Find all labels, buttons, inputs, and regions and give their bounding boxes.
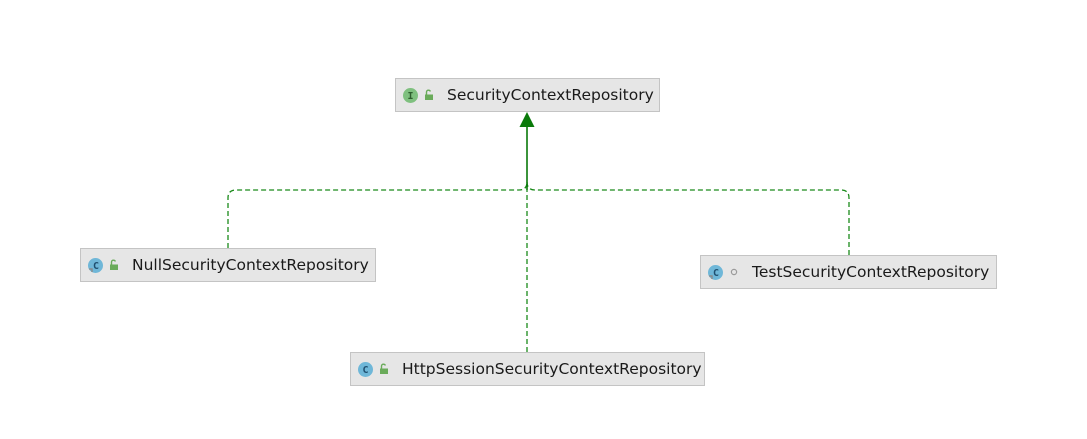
abstract-class-icon: C bbox=[87, 257, 104, 274]
public-lock-icon bbox=[423, 89, 435, 101]
node-icons: C bbox=[87, 249, 132, 281]
node-test-security-context-repository[interactable]: C TestSecurityContextRepository bbox=[700, 255, 997, 289]
class-icon: C bbox=[357, 361, 374, 378]
node-label: SecurityContextRepository bbox=[447, 86, 654, 104]
public-lock-icon bbox=[378, 363, 390, 375]
node-label: HttpSessionSecurityContextRepository bbox=[402, 360, 702, 378]
package-private-icon bbox=[728, 266, 740, 278]
node-icons: C bbox=[357, 353, 402, 385]
abstract-class-icon: C bbox=[707, 264, 724, 281]
svg-text:C: C bbox=[713, 268, 719, 279]
edge-test-to-interface bbox=[526, 181, 850, 255]
node-label: NullSecurityContextRepository bbox=[132, 256, 369, 274]
svg-text:C: C bbox=[362, 365, 368, 376]
svg-text:I: I bbox=[407, 91, 413, 102]
edge-null-to-interface bbox=[227, 181, 528, 248]
svg-text:C: C bbox=[93, 261, 99, 272]
node-icons: I bbox=[402, 79, 447, 111]
interface-icon: I bbox=[402, 87, 419, 104]
node-null-security-context-repository[interactable]: C NullSecurityContextRepository bbox=[80, 248, 376, 282]
node-icons: C bbox=[707, 256, 752, 288]
public-lock-icon bbox=[108, 259, 120, 271]
node-security-context-repository[interactable]: I SecurityContextRepository bbox=[395, 78, 660, 112]
node-http-session-security-context-repository[interactable]: C HttpSessionSecurityContextRepository bbox=[350, 352, 705, 386]
node-label: TestSecurityContextRepository bbox=[752, 263, 990, 281]
implements-arrowhead bbox=[519, 112, 535, 127]
